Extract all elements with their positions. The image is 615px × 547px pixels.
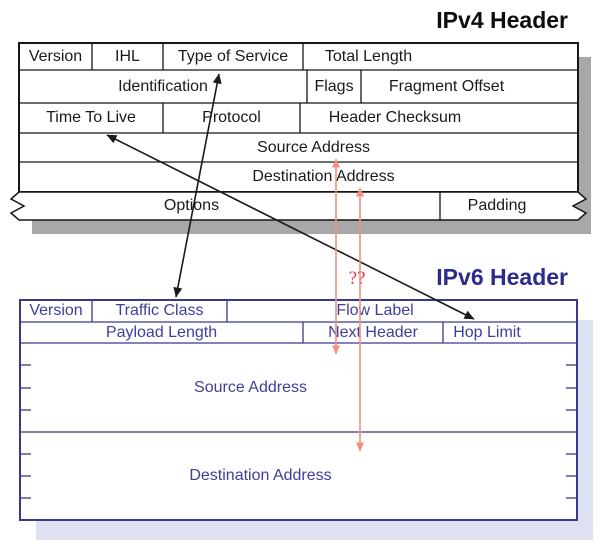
ipv4-field-version: Version [28, 47, 83, 65]
ipv6-grid-lines [20, 300, 577, 433]
ipv6-field-hop-limit: Hop Limit [453, 323, 521, 341]
unknown-mapping-label: ?? [348, 267, 366, 289]
ipv4-field-identification: Identification [118, 77, 208, 95]
ipv4-field-protocol: Protocol [202, 109, 261, 126]
ipv6-field-traffic-class: Traffic Class [115, 302, 204, 319]
ipv4-field-fragment-offset: Fragment Offset [388, 77, 505, 95]
ipv4-field-ihl: IHL [115, 47, 140, 65]
ipv4-field-options: Options [163, 197, 220, 214]
ipv4-field-destination-address: Destination Address [252, 168, 395, 185]
ipv6-field-payload-length: Payload Length [105, 323, 218, 341]
ipv4-field-type-of-service: Type of Service [177, 47, 289, 65]
ipv4-field-flags: Flags [314, 77, 354, 95]
ipv4-field-source-address: Source Address [257, 138, 370, 156]
ipv4-field-header-checksum: Header Checksum [328, 109, 462, 126]
ipv6-32bit-word-ticks [20, 364, 577, 499]
ipv4-field-total-length: Total Length [324, 47, 413, 65]
ipv6-field-source-address: Source Address [194, 378, 307, 396]
ipv6-header-title: IPv6 Header [436, 263, 568, 290]
ipv4-field-padding: Padding [467, 197, 527, 214]
ipv4-field-time-to-live: Time To Live [46, 109, 136, 126]
ipv6-field-version: Version [29, 302, 83, 319]
ipv6-field-flow-label: Flow Label [336, 302, 414, 319]
ipv6-field-next-header: Next Header [328, 323, 418, 341]
ipv6-field-destination-address: Destination Address [189, 467, 332, 484]
ipv4-header-title: IPv4 Header [436, 6, 568, 33]
